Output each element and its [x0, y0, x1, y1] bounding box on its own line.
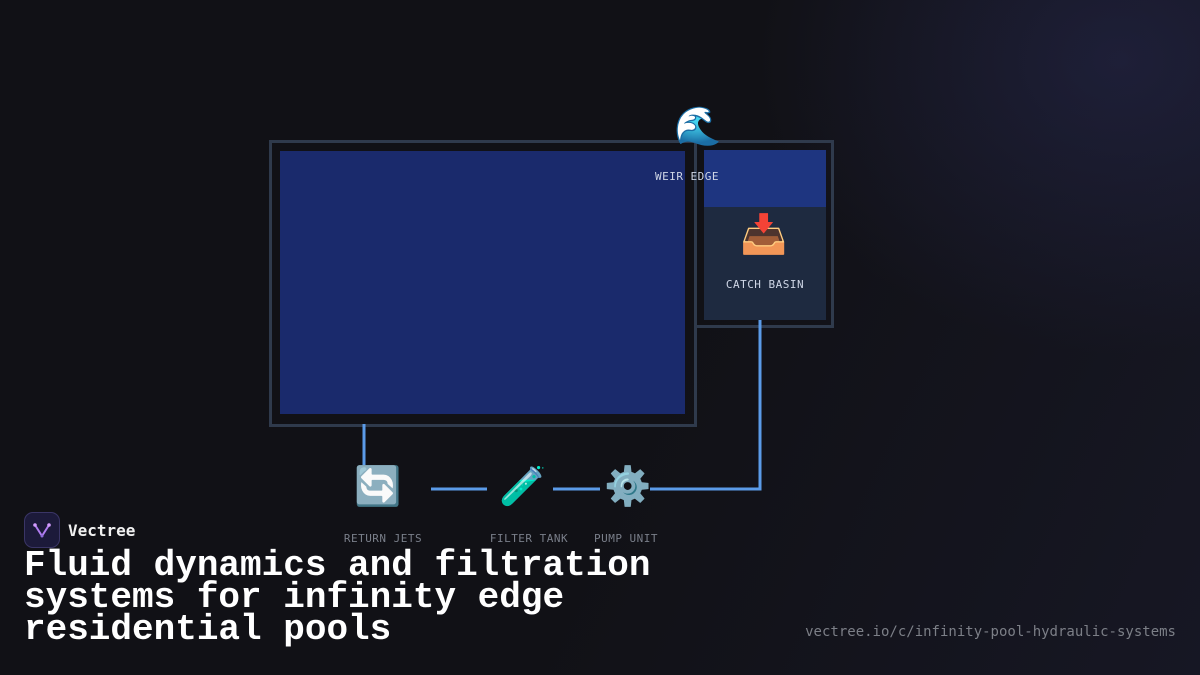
source-url: vectree.io/c/infinity-pool-hydraulic-sys… [805, 624, 1176, 640]
cycle-arrows-icon: 🔄 [354, 464, 402, 508]
inbox-tray-icon: 📥 [740, 212, 788, 256]
filter-tank-label: FILTER TANK [489, 532, 569, 545]
pool-water [280, 151, 685, 414]
water-wave-icon: 🌊 [674, 104, 722, 148]
weir-edge-label: WEIR EDGE [654, 170, 720, 183]
pump-unit-label: PUMP UNIT [593, 532, 659, 545]
pool-frame [269, 140, 697, 427]
brand-name: Vectree [68, 520, 136, 540]
catch-basin-frame [694, 140, 834, 328]
return-jets-label: RETURN JETS [343, 532, 423, 545]
test-tube-icon: 🧪 [499, 464, 547, 508]
catch-basin-water [704, 150, 826, 207]
page-title: Fluid dynamics and filtration systems fo… [24, 545, 651, 650]
pipe-pump-to-basin [650, 320, 762, 491]
brand: Vectree [24, 512, 135, 548]
gear-icon: ⚙️ [604, 464, 652, 508]
catch-basin-label: CATCH BASIN [725, 278, 805, 291]
vectree-logo-icon [24, 512, 60, 548]
